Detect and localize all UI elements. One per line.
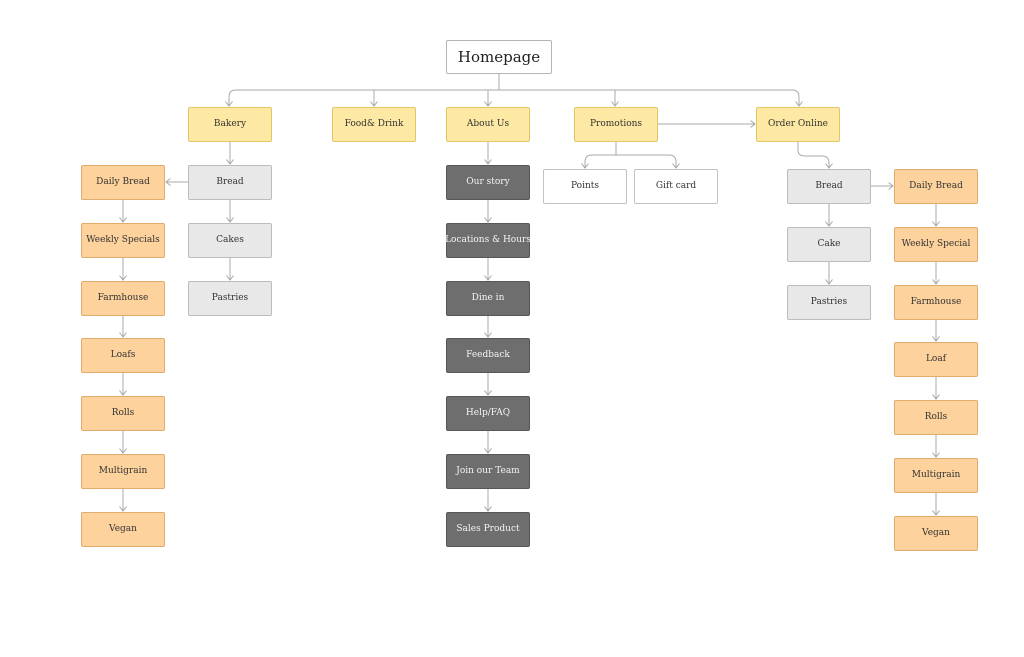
about-connector-1-head [484,217,492,223]
order-to-bread-head [825,163,833,169]
bakery-type-connector-2-head [119,332,127,338]
order-multigrain-node: Multigrain [894,458,978,493]
order-daily-bread-node: Daily Bread [894,169,978,204]
order-type-connector-2-head [932,336,940,342]
order-type-connector-1-head [932,279,940,285]
root-connector-head-3 [611,101,619,107]
order-vegan-node: Vegan [894,516,978,551]
about-connector-3-head [484,332,492,338]
order-type-connector-5-head [932,510,940,516]
about-connector-6-head [484,506,492,512]
order-loaf-node: Loaf [894,342,978,377]
bakery-cakes-node: Cakes [188,223,272,258]
our-story-node: Our story [446,165,530,200]
about-connector-5-head [484,448,492,454]
promotions-connector-bus [584,154,677,168]
cakes-to-pastries-connector-head [226,275,234,281]
root-connector-head-0 [225,101,233,107]
promotions-to-order-head [750,120,756,128]
order-pastries-node: Pastries [787,285,871,320]
sales-product-node: Sales Product [446,512,530,547]
order-cake-to-pastries-connector-head [825,279,833,285]
bakery-type-connector-4-head [119,448,127,454]
join-our-team-node: Join our Team [446,454,530,489]
order-to-bread-connector [797,142,830,168]
about-connector-2-head [484,275,492,281]
bakery-node: Bakery [188,107,272,142]
order-bread-node: Bread [787,169,871,204]
help-faq-node: Help/FAQ [446,396,530,431]
bread-to-types-head [165,178,171,186]
feedback-node: Feedback [446,338,530,373]
bakery-weekly-specials-node: Weekly Specials [81,223,165,258]
bakery-type-connector-3-head [119,390,127,396]
bakery-farmhouse-node: Farmhouse [81,281,165,316]
root-connector-head-2 [484,101,492,107]
locations-hours-node: Locations & Hours [445,223,531,258]
bakery-multigrain-node: Multigrain [81,454,165,489]
bakery-daily-bread-node: Daily Bread [81,165,165,200]
bakery-pastries-node: Pastries [188,281,272,316]
order-type-connector-3-head [932,394,940,400]
root-connector-bus [228,89,800,105]
root-connector-head-1 [370,101,378,107]
order-farmhouse-node: Farmhouse [894,285,978,320]
bakery-to-bread-connector-head [226,159,234,165]
about-connector-0-head [484,159,492,165]
bread-to-cakes-connector-head [226,217,234,223]
order-bread-to-types-head [888,182,894,190]
order-cake-node: Cake [787,227,871,262]
bakery-vegan-node: Vegan [81,512,165,547]
food-drink-node: Food& Drink [332,107,416,142]
homepage-node: Homepage [446,40,552,74]
promotions-to-points-head [581,163,589,169]
points-node: Points [543,169,627,204]
order-type-connector-0-head [932,221,940,227]
about-connector-4-head [484,390,492,396]
bakery-type-connector-5-head [119,506,127,512]
order-type-connector-4-head [932,452,940,458]
order-online-node: Order Online [756,107,840,142]
bakery-bread-node: Bread [188,165,272,200]
order-weekly-special-node: Weekly Special [894,227,978,262]
root-connector-head-4 [795,101,803,107]
promotions-to-giftcard-head [672,163,680,169]
order-bread-to-cake-connector-head [825,221,833,227]
order-rolls-node: Rolls [894,400,978,435]
gift-card-node: Gift card [634,169,718,204]
bakery-loafs-node: Loafs [81,338,165,373]
dine-in-node: Dine in [446,281,530,316]
bakery-rolls-node: Rolls [81,396,165,431]
bakery-type-connector-0-head [119,217,127,223]
bakery-type-connector-1-head [119,275,127,281]
promotions-node: Promotions [574,107,658,142]
about-us-node: About Us [446,107,530,142]
